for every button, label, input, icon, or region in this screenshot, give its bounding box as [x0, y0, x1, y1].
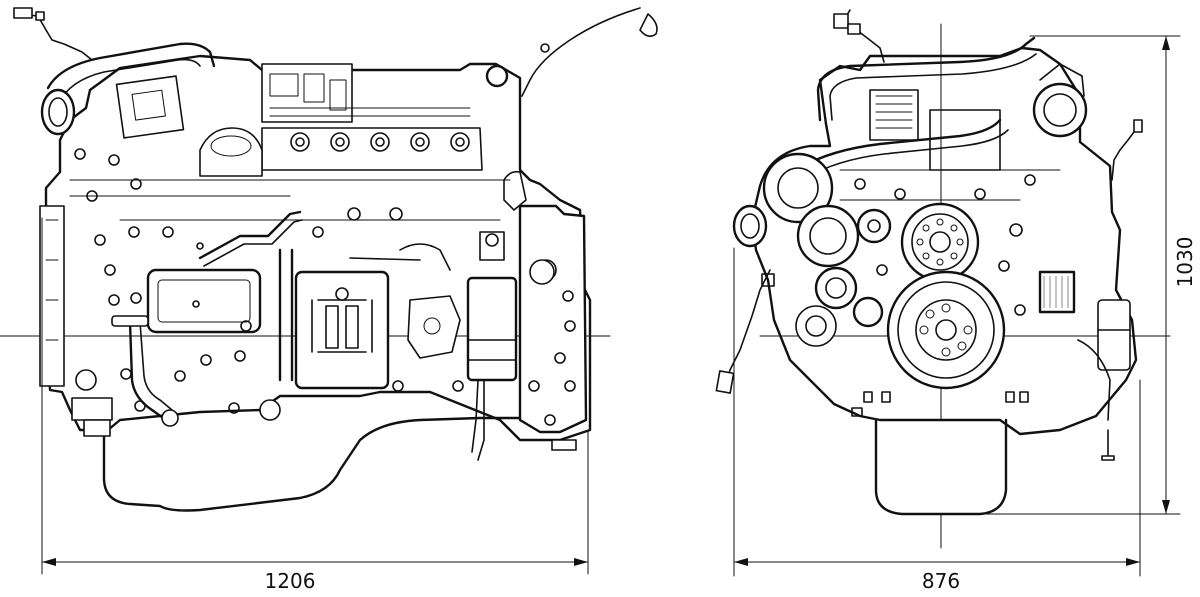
side-ecu-module [261, 63, 353, 123]
front-alternator [796, 204, 860, 268]
front-view-engine [715, 9, 1171, 549]
side-injectors [290, 132, 470, 152]
side-oil-filler [199, 127, 263, 177]
front-turbo-housing [1032, 82, 1088, 138]
side-length-label: 1206 [265, 569, 316, 593]
front-water-pump [814, 266, 858, 310]
side-turbo-inlet [40, 88, 76, 136]
side-block-bolts [74, 148, 464, 414]
front-oil-pan [874, 418, 1008, 516]
front-crank-damper [886, 270, 1006, 390]
side-view-engine [0, 7, 658, 512]
front-idler-pulley [856, 208, 892, 244]
side-oil-cooler [146, 268, 262, 334]
side-sensor-cable-left [17, 13, 93, 61]
front-belt-pulley [795, 305, 837, 347]
side-intake-pipe [46, 42, 216, 90]
front-width-label: 876 [922, 569, 960, 593]
front-tensioner [852, 296, 884, 328]
front-cooler-block [1038, 270, 1076, 314]
side-coolant-pipe [118, 320, 168, 422]
front-fan-pulley [900, 202, 980, 282]
side-oil-pan [102, 416, 532, 512]
front-right-sensor [1111, 123, 1141, 181]
front-sensor-cable [843, 9, 885, 63]
side-length-dimension: 1206 [41, 217, 589, 593]
front-cylinder-head [869, 89, 919, 141]
side-charge-pipe [198, 210, 302, 260]
side-front-cover [39, 205, 65, 387]
front-height-dimension: 1030 [939, 35, 1197, 515]
front-left-sensor [725, 269, 771, 385]
side-lifting-eye [485, 64, 509, 88]
side-sensor-cable-right [521, 7, 641, 97]
front-height-label: 1030 [1173, 237, 1197, 288]
front-intake-pipe [816, 36, 1036, 122]
side-fuel-filter [466, 276, 518, 382]
side-flywheel-housing [518, 204, 588, 434]
front-bottom-bolts [851, 391, 1029, 417]
side-filter-module [294, 270, 390, 390]
front-width-dimension: 876 [733, 247, 1141, 593]
front-compressor [762, 152, 834, 224]
front-fuel-filter [1097, 299, 1131, 371]
side-fuel-pump [407, 295, 461, 359]
side-electrical-box [115, 75, 185, 139]
front-air-outlet [732, 204, 768, 248]
